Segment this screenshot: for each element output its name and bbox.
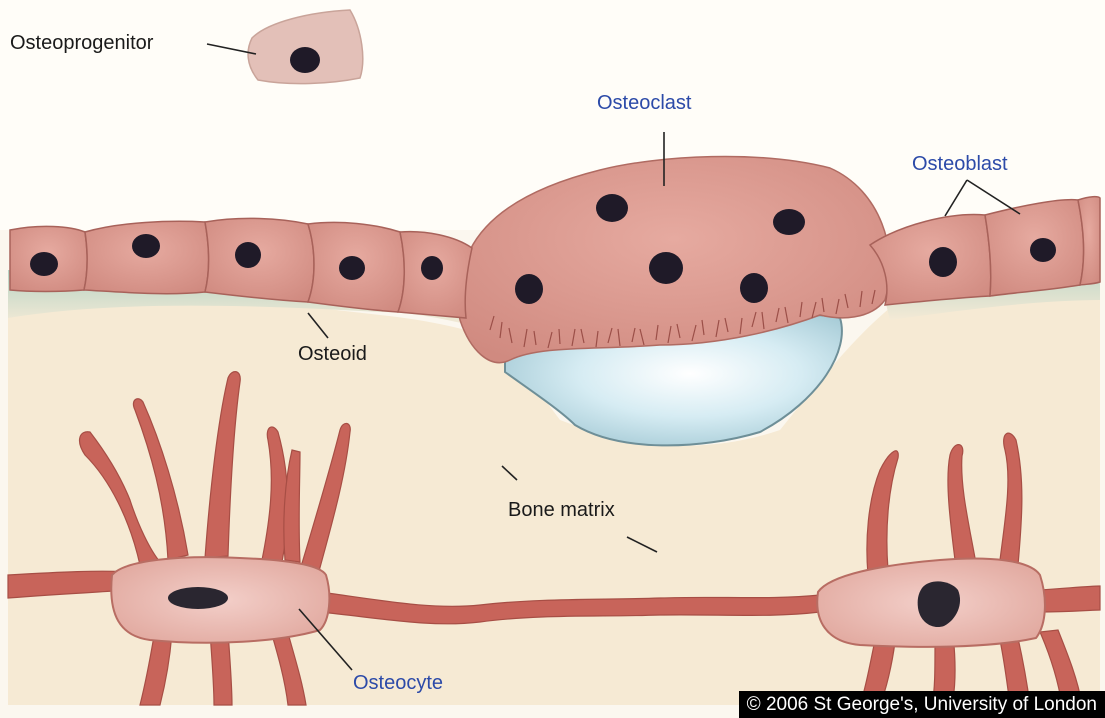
label-osteoblast: Osteoblast [912, 154, 1008, 174]
label-osteoclast: Osteoclast [597, 93, 691, 113]
label-osteoprogenitor: Osteoprogenitor [10, 33, 153, 53]
osteoprogenitor-nucleus [290, 47, 320, 73]
copyright-notice: © 2006 St George's, University of London [739, 691, 1105, 718]
osteocyte-left-nucleus [168, 587, 228, 609]
label-osteocyte: Osteocyte [353, 673, 443, 693]
label-bone-matrix: Bone matrix [508, 500, 615, 520]
label-osteoid: Osteoid [298, 344, 367, 364]
